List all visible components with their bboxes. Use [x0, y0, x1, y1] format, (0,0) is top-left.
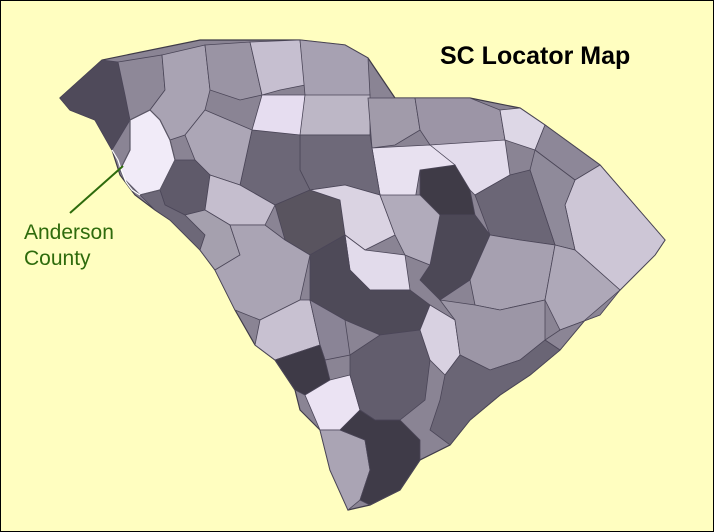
county-spartanburg[interactable]: [204, 41, 263, 101]
callout-line-1: Anderson: [24, 221, 114, 244]
county-york[interactable]: [299, 39, 371, 101]
county-allendale[interactable]: [274, 344, 331, 396]
county-beaufort[interactable]: [339, 409, 421, 506]
savannah-river-line: [111, 149, 141, 196]
callout-line-2: County: [24, 247, 91, 270]
county-chester[interactable]: [299, 94, 371, 136]
county-colleton[interactable]: [349, 329, 431, 421]
anderson-county-highlight: [119, 109, 176, 196]
map-title: SC Locator Map: [440, 42, 631, 70]
county-lancaster[interactable]: [367, 97, 421, 149]
county-lexington[interactable]: [309, 184, 396, 251]
anderson-county-callout: Anderson County: [24, 220, 114, 272]
county-cherokee[interactable]: [249, 39, 306, 96]
county-sumter[interactable]: [419, 214, 491, 301]
counties: [59, 39, 666, 511]
county-charleston[interactable]: [429, 339, 561, 446]
callout-leader-line: [69, 165, 124, 214]
county-oconee[interactable]: [59, 59, 131, 151]
